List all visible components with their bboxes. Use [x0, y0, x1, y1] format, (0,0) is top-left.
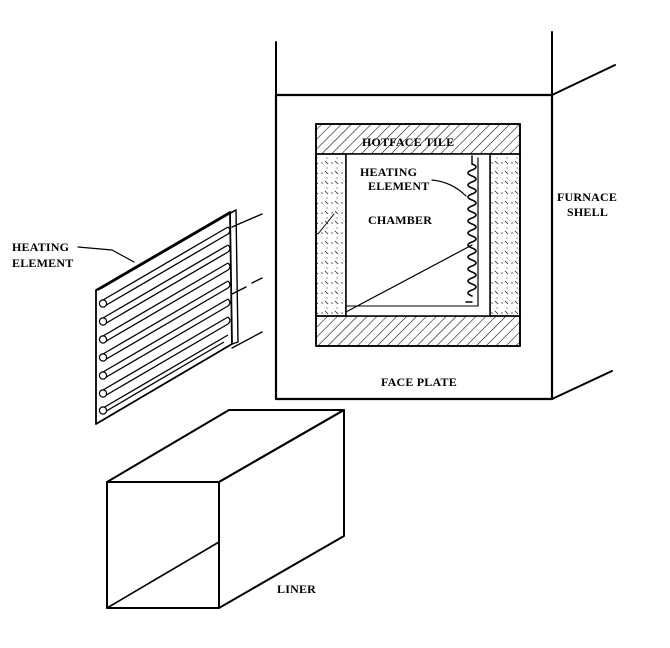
- label-hotface-tile: HOTFACE TILE: [362, 135, 454, 149]
- liner: [106, 409, 345, 609]
- right-wall-insulation: [489, 153, 521, 317]
- label-furnace-shell-line2: SHELL: [567, 205, 608, 219]
- face-plate: [274, 93, 554, 401]
- label-liner: LINER: [277, 582, 316, 596]
- labels: HOTFACE TILE HEATING ELEMENT CHAMBER FUR…: [12, 135, 617, 596]
- heating-element-panel: [77, 209, 263, 425]
- furnace-shell: [274, 31, 616, 401]
- label-heating-element-left-line2: ELEMENT: [12, 256, 73, 270]
- coil-end-loops: [98, 299, 108, 415]
- label-heating-element-inner-line1: HEATING: [360, 165, 417, 179]
- label-chamber: CHAMBER: [368, 213, 432, 227]
- hotface-tile: [315, 123, 521, 155]
- element-coils: [102, 226, 229, 414]
- inner-heating-element: [467, 163, 477, 297]
- label-face-plate: FACE PLATE: [381, 375, 457, 389]
- label-heating-element-inner-line2: ELEMENT: [368, 179, 429, 193]
- chamber-assembly: [315, 123, 521, 347]
- label-furnace-shell-line1: FURNACE: [557, 190, 617, 204]
- label-heating-element-left-line1: HEATING: [12, 240, 69, 254]
- chamber: [345, 153, 491, 317]
- left-wall-insulation: [315, 153, 347, 317]
- bottom-tile: [315, 315, 521, 347]
